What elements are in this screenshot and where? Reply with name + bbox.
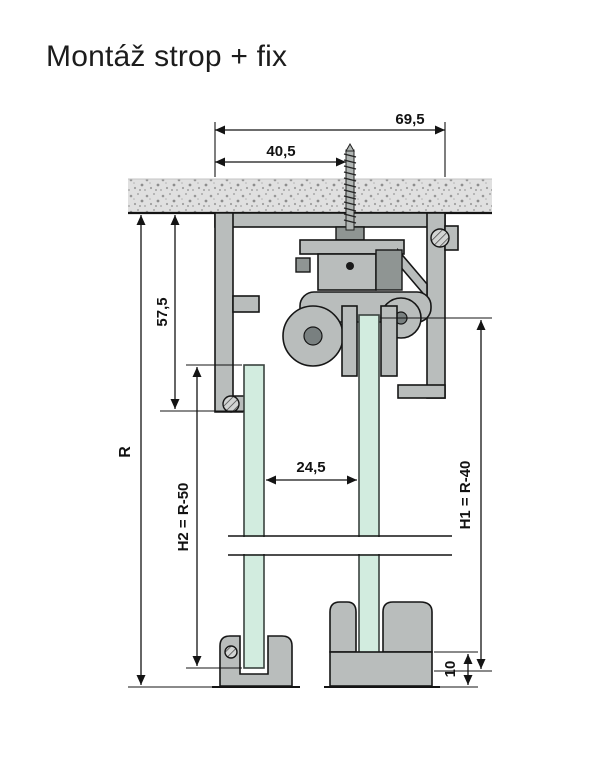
guide-screw-icon: [224, 645, 238, 659]
glass-clamp-jaw-right: [380, 305, 398, 377]
wall-screw-icon: [222, 395, 240, 413]
adjust-bolt: [295, 257, 311, 273]
dim-label-panel-gap: 24,5: [296, 459, 325, 476]
clamp-block-left: [329, 601, 357, 653]
ceiling-hatch: [128, 178, 492, 215]
roller-carriage: [317, 253, 377, 291]
bolt-head-icon: [346, 262, 354, 270]
track-top-plate: [214, 212, 446, 228]
floor-clamp: [324, 601, 440, 688]
dim-fixed-panel-height: H1 = R-40: [381, 317, 492, 672]
break-lines: [228, 535, 452, 556]
dim-screw-offset: 40,5: [215, 143, 346, 167]
mounting-screw: [343, 142, 357, 231]
dim-panel-gap: 24,5: [266, 459, 357, 485]
glass-clamp-jaw-left: [341, 305, 358, 377]
sliding-glass-panel: [243, 364, 265, 669]
track-right-ledge: [397, 384, 446, 399]
dim-label-screw-offset: 40,5: [266, 143, 295, 160]
dim-label-sliding-panel: H2 = R-50: [175, 483, 192, 552]
page-title: Montáž strop + fix: [46, 40, 288, 73]
fixed-glass-panel: [358, 314, 380, 673]
dim-sliding-panel-height: H2 = R-50: [175, 364, 242, 669]
dim-opening-height: R: [117, 215, 212, 688]
dim-floor-profile-height: 10: [434, 651, 478, 688]
dim-label-opening-height: R: [117, 446, 134, 458]
floor-guide-profile: [212, 635, 300, 688]
dim-label-fixed-panel: H1 = R-40: [457, 461, 474, 530]
track-left-ledge: [232, 295, 260, 313]
dim-label-floor-profile: 10: [442, 661, 459, 678]
roller-axle-icon: [303, 326, 323, 346]
clamp-block-right: [382, 601, 433, 653]
track-profile: [214, 212, 459, 413]
carriage-block: [375, 249, 403, 291]
dim-label-track-height: 57,5: [154, 297, 171, 326]
dim-track-height: 57,5: [154, 215, 244, 412]
clamp-base-plate: [329, 651, 433, 687]
dim-label-top-width: 69,5: [395, 111, 424, 128]
fix-screw-icon: [430, 228, 450, 248]
dim-top-width: 69,5: [214, 111, 446, 177]
